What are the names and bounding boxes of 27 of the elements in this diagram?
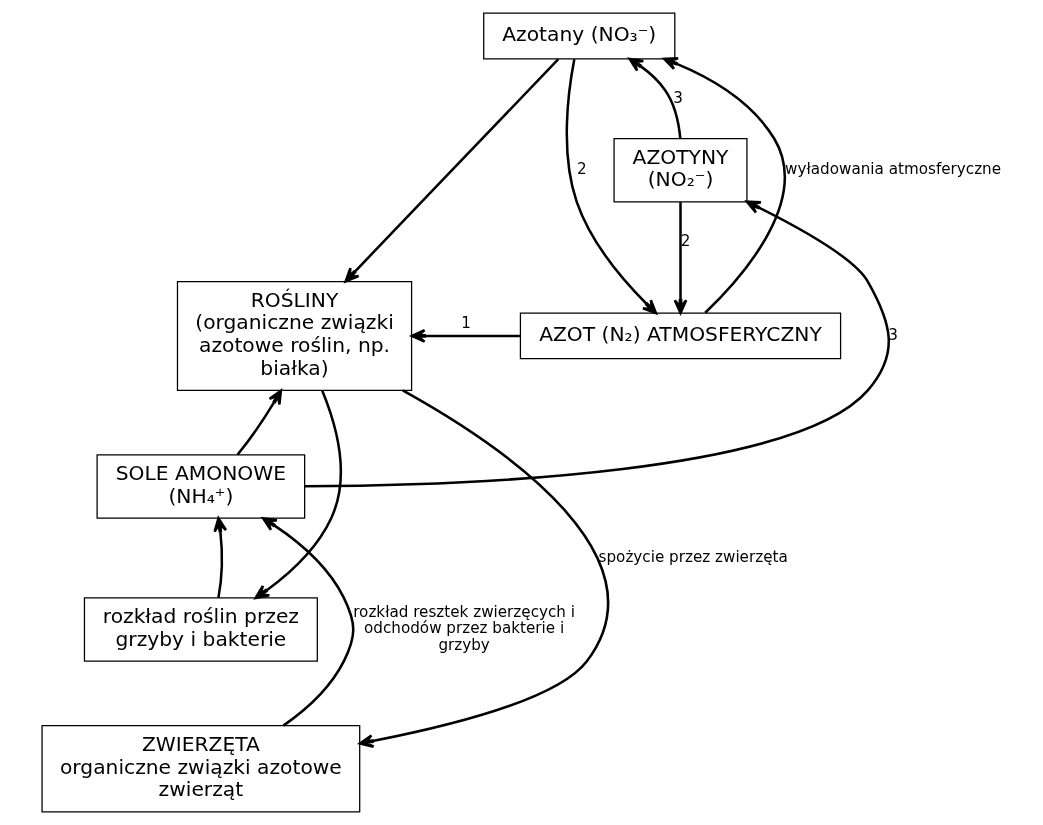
node-box: rozkład roślin przez grzyby i bakterie	[83, 597, 318, 662]
edge-label: 1	[460, 313, 471, 332]
arrow	[254, 390, 342, 600]
edge-label: 3	[672, 88, 683, 107]
edge-label: 2	[576, 160, 587, 179]
node-box: SOLE AMONOWE (NH₄⁺)	[95, 454, 305, 519]
edge-label: 3	[887, 325, 898, 344]
arrow	[304, 200, 890, 488]
arrow	[565, 59, 657, 315]
node-box: ZWIERZĘTA organiczne związki azotowe zwierząt	[40, 725, 360, 813]
node-box: Azotany (NO₃⁻)	[482, 12, 675, 60]
arrow	[212, 517, 227, 599]
arrow	[236, 389, 282, 456]
arrow	[627, 57, 682, 139]
node-box: ROŚLINY (organiczne związki azotowe roślin, np. białka)	[176, 280, 412, 391]
arrow	[261, 517, 354, 727]
arrow	[358, 389, 609, 748]
node-box: AZOTYNY (NO₂⁻)	[612, 137, 748, 203]
edge-label: wyładowania atmosferyczne	[784, 160, 1001, 179]
edge-label: 2	[680, 231, 690, 250]
arrow	[673, 202, 687, 315]
arrow	[662, 57, 786, 314]
node-box: AZOT (N₂) ATMOSFERYCZNY	[519, 312, 841, 360]
arrow	[410, 328, 520, 343]
arrow	[343, 58, 559, 283]
edge-label: spożycie przez zwierzęta	[598, 547, 788, 566]
edge-label: rozkład resztek zwierzęcych i odchodów przez bakterie i grzyby	[352, 603, 575, 654]
